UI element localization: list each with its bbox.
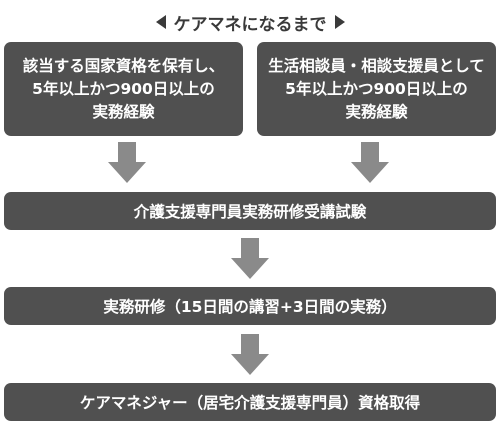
path-text-line: 実務経験 [92,102,155,121]
step-certification-box: ケアマネジャー（居宅介護支援専門員）資格取得 [4,383,496,421]
down-arrow-icon [108,142,146,183]
down-arrow-icon [351,142,389,183]
down-arrow-icon [231,334,269,375]
path-text-line: 5年以上かつ900日以上の [32,79,215,98]
diagram-title: ケアマネになるまで [0,8,500,36]
step-certification-label: ケアマネジャー（居宅介護支援専門員）資格取得 [79,394,421,412]
path-text-line: 該当する国家資格を保有し、 [22,56,225,75]
step-exam-box: 介護支援専門員実務研修受講試験 [4,192,496,230]
diagram-title-text: ケアマネになるまで [173,14,327,35]
triangle-right-icon [334,15,345,29]
path-text-line: 5年以上かつ900日以上の [285,79,468,98]
triangle-left-icon [155,15,166,29]
path-national-qualification-box: 該当する国家資格を保有し、 5年以上かつ900日以上の 実務経験 [4,42,243,136]
step-exam-label: 介護支援専門員実務研修受講試験 [133,203,367,221]
down-arrow-icon [231,238,269,279]
path-text-line: 生活相談員・相談支援員として [268,56,485,75]
step-training-box: 実務研修（15日間の講習+3日間の実務） [4,287,496,325]
path-text-line: 実務経験 [345,102,408,121]
path-counselor-box: 生活相談員・相談支援員として 5年以上かつ900日以上の 実務経験 [257,42,496,136]
step-training-label: 実務研修（15日間の講習+3日間の実務） [103,298,397,316]
